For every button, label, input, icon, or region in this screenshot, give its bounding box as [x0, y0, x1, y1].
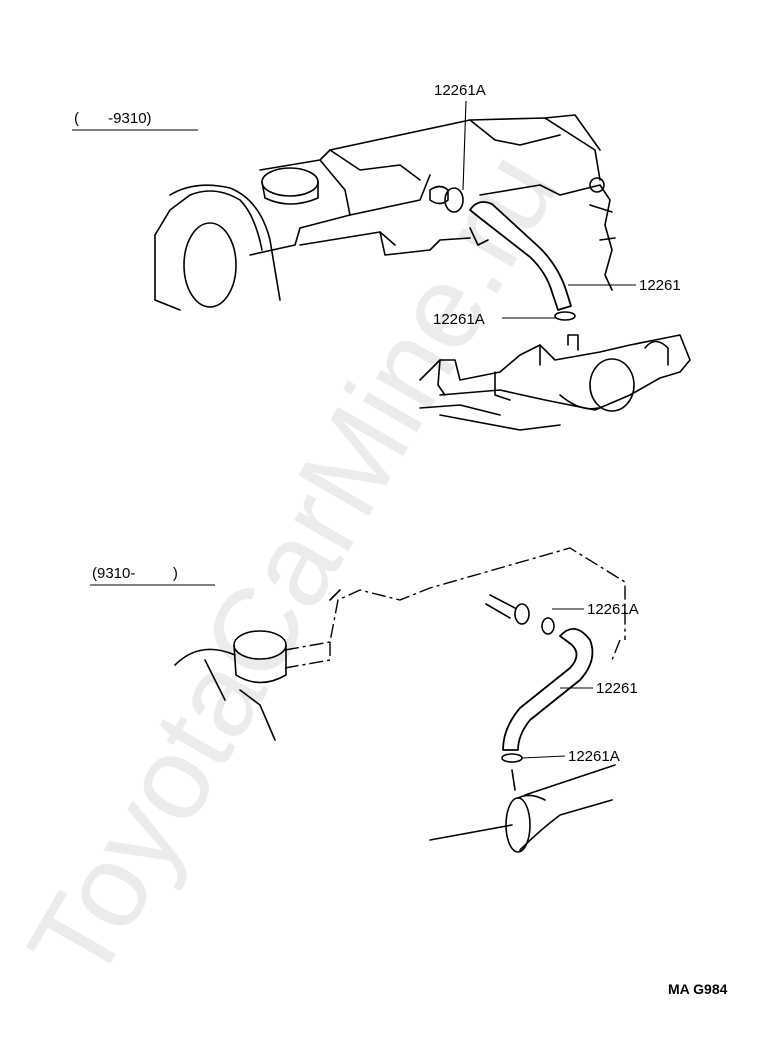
section-after-9310: (9310- ) — [90, 547, 639, 853]
diagram-code: MA G984 — [668, 981, 728, 997]
callout-12261-bottom: 12261 — [596, 680, 638, 697]
watermark: ToyotaCarMine.ru — [3, 130, 583, 1003]
range-label-bottom: (9310- ) — [92, 565, 178, 582]
intake-manifold-drawing — [419, 334, 691, 431]
leader-12261a-top-1 — [462, 100, 467, 191]
callout-12261a-top-1: 12261A — [434, 82, 486, 99]
pcv-hose-bottom — [501, 628, 594, 763]
callout-12261a-bottom-2: 12261A — [568, 748, 620, 765]
engine-outline-phantom — [174, 547, 626, 741]
callout-12261a-bottom-1: 12261A — [587, 601, 639, 618]
leader-12261a-bottom-2 — [521, 755, 566, 759]
range-label-top: ( -9310) — [74, 110, 152, 127]
pcv-hose-top — [444, 187, 576, 321]
section-before-9310: ( -9310) — [72, 82, 691, 431]
watermark-text: ToyotaCarMine.ru — [3, 130, 583, 1003]
breather-fitting — [485, 594, 555, 635]
engine-head-drawing — [154, 114, 616, 311]
callout-12261-top: 12261 — [639, 277, 681, 294]
callout-12261a-top-2: 12261A — [433, 311, 485, 328]
lower-pipe-drawing — [429, 764, 616, 853]
